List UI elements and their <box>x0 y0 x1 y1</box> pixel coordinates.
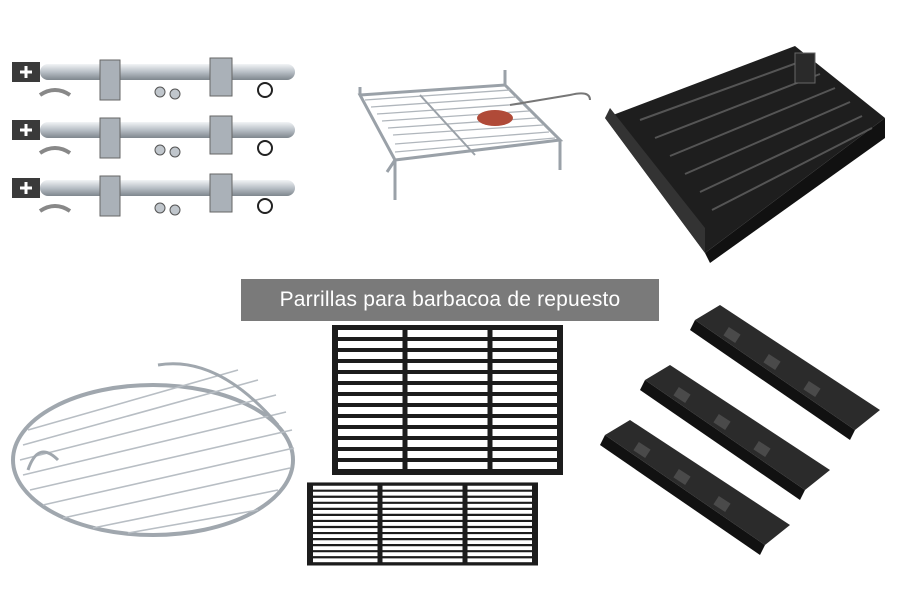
cast-iron-grates-image <box>305 325 580 570</box>
cast-iron-grate-icon <box>305 325 563 570</box>
burner-tube-kit-icon <box>10 57 297 218</box>
charcoal-tray-icon <box>605 46 885 263</box>
wire-grill-rack-icon <box>357 70 591 200</box>
burner-tubes-image <box>10 50 300 250</box>
round-hinged-grate-icon <box>11 362 295 537</box>
caption-banner: Parrillas para barbacoa de repuesto <box>241 279 659 321</box>
heat-plates-image <box>600 305 890 590</box>
smoker-box-image <box>600 38 890 263</box>
round-grate-image <box>8 350 298 540</box>
heat-plate-icon <box>600 305 880 555</box>
wire-grill-image <box>305 60 595 245</box>
